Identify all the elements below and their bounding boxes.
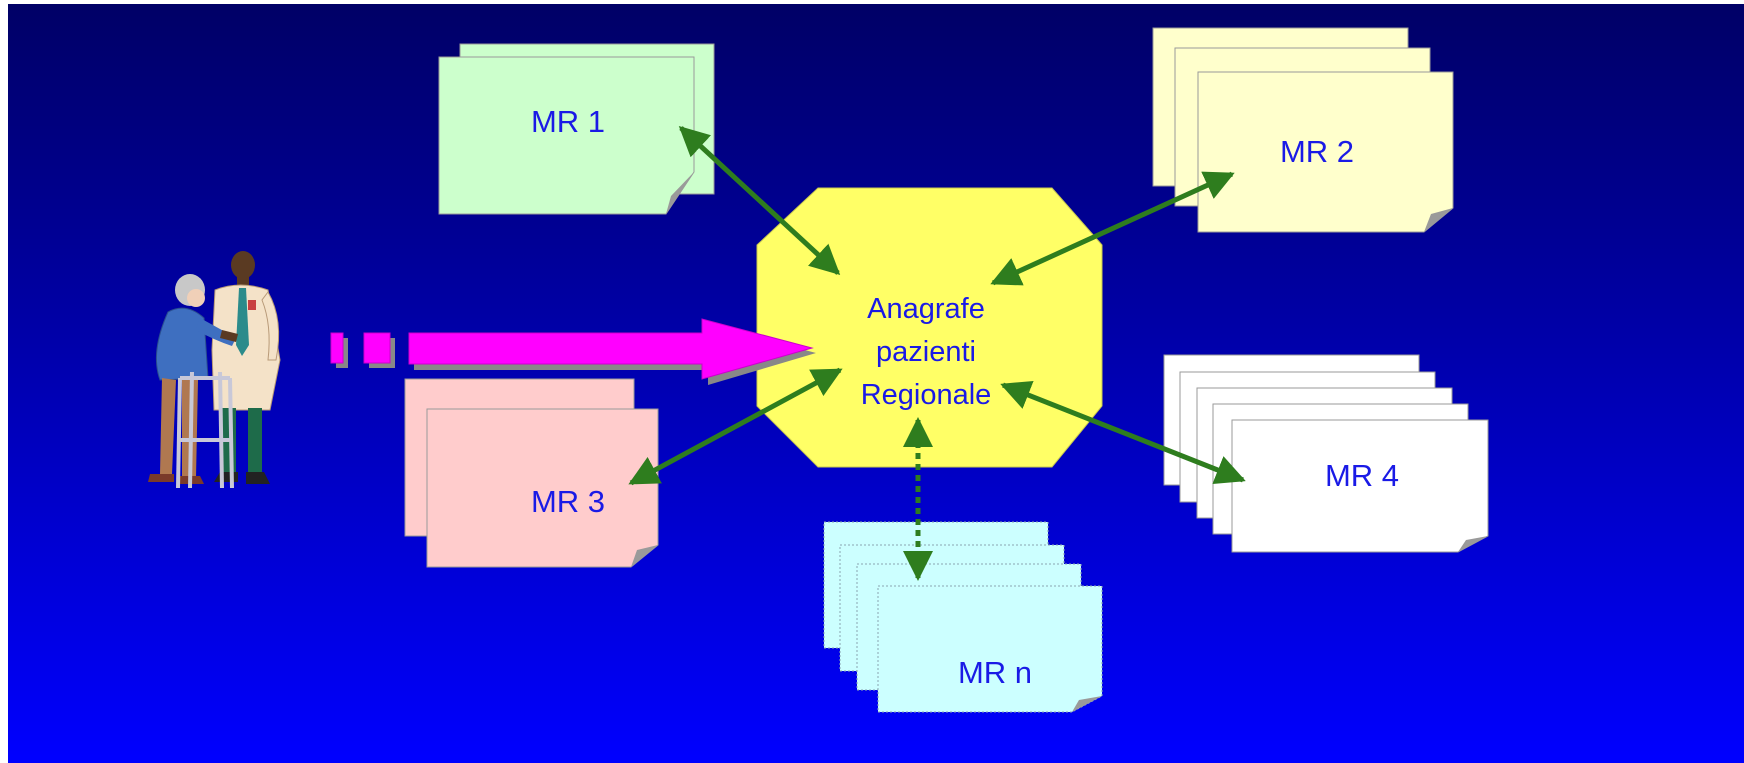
node-mr1-label: MR 1 <box>531 104 605 139</box>
hub-line-2: pazienti <box>876 336 976 368</box>
node-mr2-label: MR 2 <box>1280 134 1354 169</box>
node-mr4-label: MR 4 <box>1325 458 1399 493</box>
node-mr3: MR 3 <box>404 378 659 568</box>
connector-mr1-hub <box>678 125 841 276</box>
node-mr4: MR 4 <box>1163 354 1489 553</box>
node-mr1: MR 1 <box>438 43 715 215</box>
hub-registry: Anagrafe pazienti Regionale <box>756 187 1103 468</box>
connector-hub-mr4 <box>1000 380 1246 485</box>
node-mr2: MR 2 <box>1152 27 1454 233</box>
node-mrn: MR n <box>823 521 1103 713</box>
node-mr3-label: MR 3 <box>531 484 605 519</box>
node-mrn-label: MR n <box>958 655 1032 690</box>
doctor-helping-patient-with-walker-icon <box>148 251 281 489</box>
hub-line-3: Regionale <box>861 379 992 411</box>
connectors <box>628 125 1246 581</box>
connector-hub-mr3 <box>628 367 843 486</box>
hub-line-1: Anagrafe <box>867 293 985 325</box>
connector-mr2-hub <box>990 171 1235 286</box>
